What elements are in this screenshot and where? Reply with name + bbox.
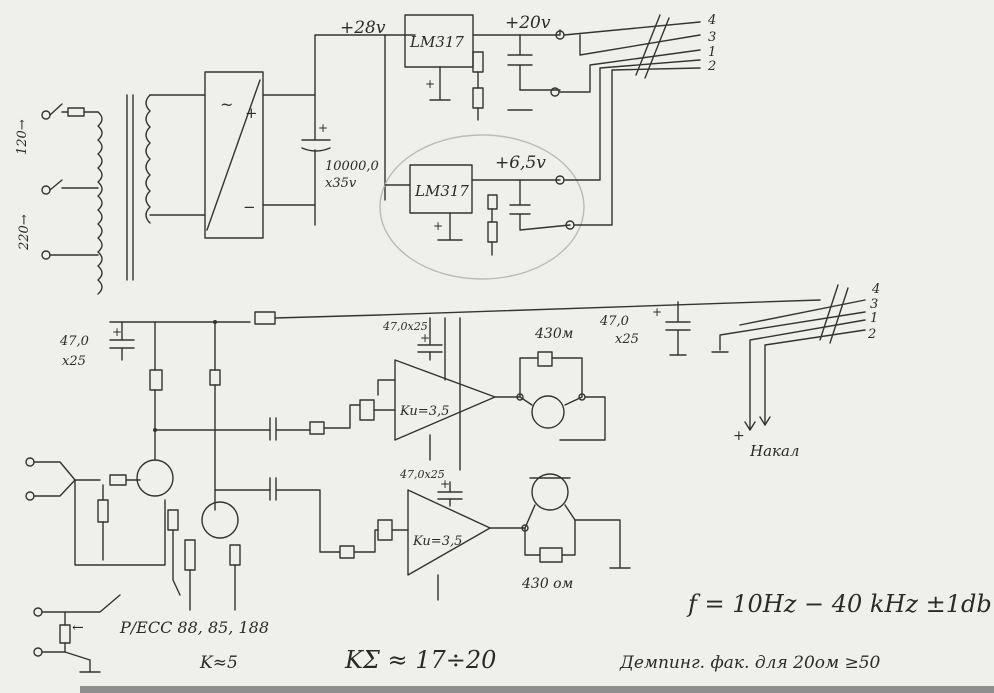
amp-bus-label: 3 bbox=[870, 297, 878, 312]
svg-text:+: + bbox=[440, 477, 450, 491]
transformer bbox=[97, 94, 206, 295]
damping-factor-note: Демпинг. фак. для 20ом ≥50 bbox=[619, 653, 881, 673]
opamp1-gain: Ku=3,5 bbox=[399, 404, 449, 419]
svg-text:←: ← bbox=[72, 620, 84, 636]
svg-text:+: + bbox=[433, 219, 443, 233]
cap-right-value: 47,0 bbox=[599, 314, 629, 329]
opamp2-gain: Ku=3,5 bbox=[412, 534, 462, 549]
mains-120-label: 120→ bbox=[15, 119, 30, 155]
coupling-caps bbox=[269, 417, 355, 559]
right-supply-cap: + 47,0 x25 bbox=[599, 301, 691, 356]
svg-text:+: + bbox=[420, 331, 430, 345]
heater-label: Накал bbox=[749, 442, 799, 460]
res-top-label: 430м bbox=[534, 326, 573, 342]
headphone-lower: 430 ом bbox=[521, 473, 631, 592]
opamp-upper: Ku=3,5 47,0x25 + bbox=[323, 317, 524, 461]
amp-bus-label: 4 bbox=[871, 282, 880, 297]
cap-right-rating: x25 bbox=[615, 332, 639, 347]
total-gain-note: KΣ ≈ 17÷20 bbox=[344, 646, 496, 674]
svg-text:+: + bbox=[318, 121, 328, 135]
tube-types-note: P/ECC 88, 85, 188 bbox=[119, 618, 269, 637]
svg-text:+: + bbox=[733, 428, 745, 444]
amp-bus-label: 1 bbox=[870, 311, 878, 326]
cap-top1-label: 47,0x25 bbox=[382, 320, 428, 333]
opamp-lower: Ku=3,5 47,0x25 + bbox=[353, 317, 529, 601]
reg1-label: LM317 bbox=[409, 33, 464, 51]
psu-bus-label: 3 bbox=[708, 30, 716, 45]
reg2-label: LM317 bbox=[414, 182, 469, 200]
res-bottom-label: 430 ом bbox=[521, 576, 573, 592]
regulator-20v: LM317 + +20v bbox=[404, 13, 565, 121]
rail-28v-label: +28v bbox=[340, 18, 386, 38]
rail-20v-label: +20v bbox=[505, 13, 551, 33]
mains-220-label: 220→ bbox=[17, 214, 32, 251]
cap-left-rating: x25 bbox=[62, 354, 86, 369]
svg-text:+: + bbox=[425, 77, 435, 91]
psu-bus-label: 4 bbox=[707, 13, 716, 28]
rail-6-5v-label: +6,5v bbox=[495, 153, 546, 173]
cap-main-rating: x35v bbox=[325, 176, 357, 191]
tube-stage: ← bbox=[25, 320, 271, 673]
bridge-plus: + bbox=[245, 104, 258, 122]
amp-bus-label: 2 bbox=[867, 327, 876, 342]
scan-edge bbox=[80, 686, 994, 693]
svg-text:+: + bbox=[112, 325, 122, 339]
cap-left-value: 47,0 bbox=[59, 334, 89, 349]
psu-bus-label: 2 bbox=[707, 59, 716, 74]
psu-output-bus: 4 3 1 2 bbox=[559, 13, 716, 226]
cap-main-value: 10000,0 bbox=[325, 159, 379, 174]
amp-input-bus: 4 3 1 2 + Накал bbox=[711, 282, 880, 460]
cap-top2-label: 47,0x25 bbox=[399, 468, 445, 481]
left-supply-cap: + 47,0 x25 bbox=[59, 321, 135, 369]
bridge-minus: − bbox=[243, 198, 256, 216]
psu-bus-label: 1 bbox=[708, 45, 716, 60]
regulator-6-5v: LM317 + +6,5v bbox=[379, 134, 585, 280]
frequency-response-note: f = 10Hz − 40 kHz ±1db bbox=[686, 590, 992, 618]
bridge-ac-symbol: ~ bbox=[220, 95, 233, 114]
headphone-upper: 430м bbox=[519, 326, 606, 441]
bridge-rectifier: ~ + − bbox=[204, 71, 264, 239]
main-filter-cap: + 10000,0 x35v bbox=[262, 34, 416, 226]
svg-text:+: + bbox=[652, 305, 662, 319]
stage-gain-note: K≈5 bbox=[199, 653, 238, 673]
mains-input: 120→ 220→ bbox=[15, 103, 99, 260]
